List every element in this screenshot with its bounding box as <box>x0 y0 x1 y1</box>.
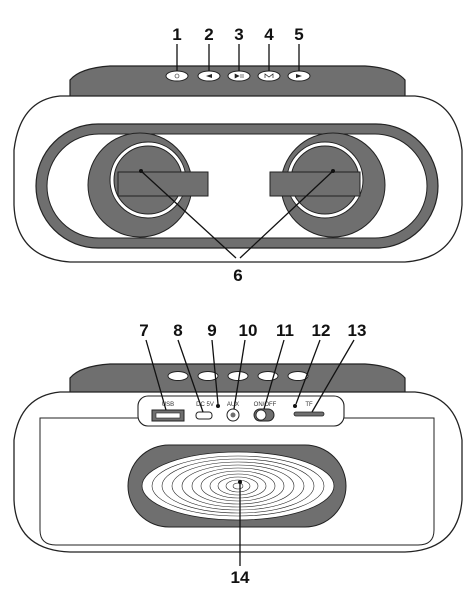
play-pause-icon <box>234 73 244 79</box>
front-view: 1 2 3 4 5 6 <box>13 25 463 285</box>
dc-5v-label: DC 5V <box>196 402 214 408</box>
leader-13 <box>311 339 355 413</box>
callout-9: 9 <box>207 321 216 340</box>
tf-indicator <box>293 404 297 408</box>
leader-9 <box>211 339 219 405</box>
aux-port[interactable] <box>226 408 240 422</box>
leader-8 <box>177 339 204 413</box>
callout-12: 12 <box>312 321 331 340</box>
aux-label: AUX <box>227 402 239 408</box>
leader-11 <box>263 339 285 410</box>
callout-14: 14 <box>231 568 250 587</box>
port-strip <box>137 395 345 427</box>
charging-indicator <box>216 404 220 408</box>
leader-6a <box>140 170 237 259</box>
usb-port[interactable] <box>151 409 185 422</box>
dc-5v-port[interactable] <box>195 411 213 420</box>
mode-icon <box>264 73 274 78</box>
mode-button[interactable] <box>257 70 281 82</box>
callout-4: 4 <box>264 25 274 44</box>
callout-13: 13 <box>348 321 367 340</box>
leader-10 <box>233 339 246 410</box>
tf-label: TF <box>305 402 313 408</box>
callout-11: 11 <box>276 321 294 340</box>
previous-button[interactable] <box>197 70 221 82</box>
callout-1: 1 <box>172 25 181 44</box>
driver-marker-right <box>331 169 335 173</box>
play-pause-button[interactable] <box>227 70 251 82</box>
back-view: USB DC 5V AUX ON/OFF TF <box>13 321 463 587</box>
callout-3: 3 <box>234 25 243 44</box>
tf-card-slot[interactable] <box>293 411 325 417</box>
on-off-switch[interactable] <box>253 408 275 422</box>
leader-12 <box>295 339 321 405</box>
previous-icon <box>206 74 212 78</box>
power-button[interactable] <box>165 70 189 82</box>
callout-7: 7 <box>139 321 148 340</box>
top-band <box>69 65 406 99</box>
callout-8: 8 <box>173 321 182 340</box>
driver-marker-left <box>139 169 143 173</box>
right-driver <box>269 132 386 238</box>
power-icon <box>174 73 180 79</box>
callout-5: 5 <box>294 25 303 44</box>
next-button[interactable] <box>287 70 311 82</box>
left-driver <box>87 132 209 238</box>
usb-label: USB <box>162 402 174 408</box>
callout-10: 10 <box>239 321 258 340</box>
callout-6: 6 <box>233 266 242 285</box>
leader-6b <box>239 170 334 259</box>
next-icon <box>296 74 302 78</box>
leader-7 <box>145 339 167 411</box>
callout-2: 2 <box>204 25 213 44</box>
passive-radiator <box>127 444 347 528</box>
